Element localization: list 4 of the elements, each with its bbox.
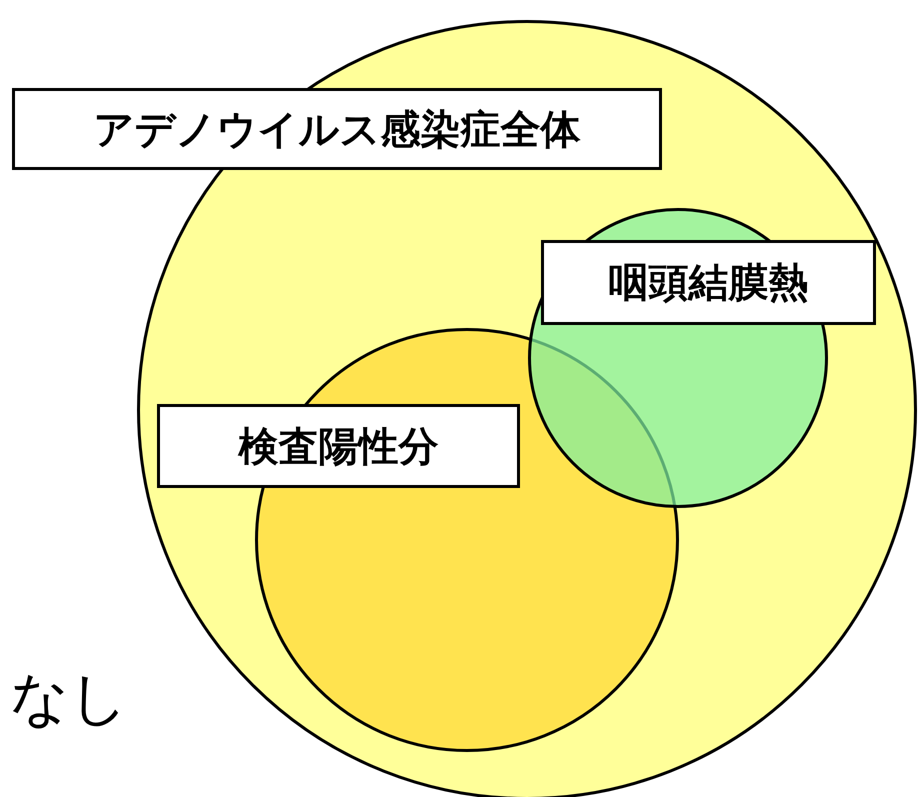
set-label: アデノウイルス感染症全体 xyxy=(12,88,662,170)
set-label: 検査陽性分 xyxy=(157,404,520,488)
set-label: 咽頭結膜熱 xyxy=(541,240,876,325)
outside-label: なし xyxy=(10,663,128,734)
